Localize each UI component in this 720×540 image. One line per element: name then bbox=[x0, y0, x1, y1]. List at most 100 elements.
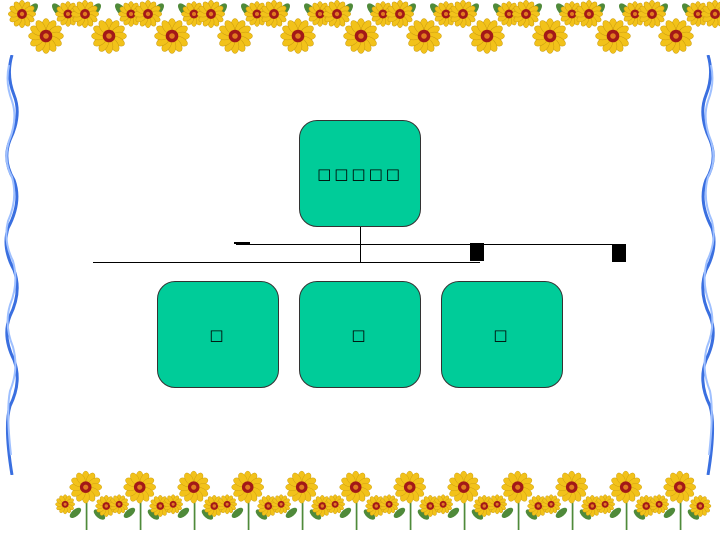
sunflower-icon bbox=[406, 18, 442, 54]
sunflower-icon bbox=[55, 494, 75, 515]
sunflower-icon bbox=[701, 0, 720, 28]
leaf-icon bbox=[663, 507, 676, 518]
leaf-icon bbox=[447, 507, 460, 518]
sunflower-icon bbox=[154, 18, 190, 54]
leaf-icon bbox=[177, 507, 190, 518]
sunflower-icon bbox=[69, 470, 102, 504]
leaf-icon bbox=[69, 507, 82, 518]
leaf-icon bbox=[201, 509, 214, 520]
leaf-icon bbox=[393, 507, 406, 518]
sunflower-icon bbox=[638, 0, 666, 28]
sunflower-icon bbox=[231, 470, 264, 504]
sunflower-icon bbox=[449, 0, 477, 28]
leaf-icon bbox=[363, 509, 376, 520]
child-node[interactable]: □ bbox=[299, 281, 421, 388]
leaf-icon bbox=[609, 507, 622, 518]
sunflower-icon bbox=[541, 494, 561, 515]
sunflower-icon bbox=[71, 0, 99, 28]
child-node-label: □ bbox=[209, 325, 227, 344]
root-node-label: □□□□□ bbox=[317, 164, 403, 183]
stem-icon bbox=[679, 495, 682, 530]
sunflower-icon bbox=[280, 18, 316, 54]
leaf-icon bbox=[255, 509, 268, 520]
sunflower-icon bbox=[649, 494, 669, 515]
leaf-icon bbox=[555, 507, 568, 518]
stem-icon bbox=[85, 495, 88, 530]
sunflower-icon bbox=[217, 494, 238, 515]
leaf-icon bbox=[525, 509, 538, 520]
leaf-icon bbox=[93, 509, 106, 520]
stem-icon bbox=[193, 495, 196, 530]
sunflower-icon bbox=[323, 0, 351, 28]
stem-icon bbox=[625, 495, 628, 530]
sunflower-icon bbox=[197, 0, 225, 28]
sunflower-icon bbox=[501, 470, 534, 504]
leaf-icon bbox=[471, 509, 484, 520]
child-node[interactable]: □ bbox=[157, 281, 279, 388]
leaf-icon bbox=[147, 509, 160, 520]
stem-icon bbox=[355, 495, 358, 530]
leaf-icon bbox=[579, 509, 592, 520]
connector-horizontal-bar bbox=[93, 262, 480, 263]
leaf-icon bbox=[309, 509, 322, 520]
connector-short-mark bbox=[234, 242, 250, 244]
leaf-icon bbox=[285, 507, 298, 518]
connector-root-to-bar bbox=[360, 227, 361, 263]
sunflower-icon bbox=[285, 470, 318, 504]
sunflower-icon bbox=[325, 494, 345, 515]
sunflower-icon bbox=[555, 470, 588, 504]
sunflower-icon bbox=[343, 18, 379, 54]
squiggle-border-right bbox=[701, 55, 716, 475]
stem-icon bbox=[409, 495, 412, 530]
sunflower-icon bbox=[393, 470, 426, 504]
sunflower-icon bbox=[28, 18, 64, 54]
stem-icon bbox=[571, 495, 574, 530]
leaf-icon bbox=[339, 507, 352, 518]
selection-handle[interactable] bbox=[470, 243, 484, 261]
sunflower-icon bbox=[379, 494, 399, 515]
sunflower-icon bbox=[663, 470, 696, 504]
sunflower-icon bbox=[339, 470, 372, 504]
sunflower-border-bottom bbox=[55, 470, 712, 530]
sunflower-icon bbox=[163, 494, 183, 515]
stem-icon bbox=[247, 495, 250, 530]
stem-icon bbox=[301, 495, 304, 530]
sunflower-icon bbox=[595, 18, 631, 54]
sunflower-icon bbox=[658, 18, 694, 54]
sunflower-icon bbox=[689, 495, 712, 517]
root-node[interactable]: □□□□□ bbox=[299, 120, 421, 227]
leaf-icon bbox=[231, 507, 244, 518]
sunflower-icon bbox=[271, 494, 291, 515]
sunflower-icon bbox=[469, 18, 505, 54]
sunflower-icon bbox=[447, 470, 480, 504]
sunflower-icon bbox=[609, 470, 642, 504]
selection-handle[interactable] bbox=[612, 245, 626, 262]
child-node-label: □ bbox=[493, 325, 511, 344]
sunflower-icon bbox=[177, 470, 210, 504]
sunflower-icon bbox=[109, 494, 129, 515]
sunflower-icon bbox=[512, 0, 540, 28]
sunflower-icon bbox=[8, 0, 36, 28]
stem-icon bbox=[139, 495, 142, 530]
sunflower-icon bbox=[134, 0, 162, 28]
sunflower-icon bbox=[685, 1, 711, 27]
leaf-icon bbox=[123, 507, 136, 518]
sunflower-border-top bbox=[8, 0, 720, 54]
leaf-icon bbox=[501, 507, 514, 518]
sunflower-icon bbox=[433, 494, 453, 515]
sunflower-icon bbox=[217, 18, 253, 54]
sunflower-icon bbox=[123, 470, 156, 504]
sunflower-icon bbox=[386, 0, 414, 28]
leaf-icon bbox=[633, 509, 646, 520]
leaf-icon bbox=[417, 509, 430, 520]
leaf-icon bbox=[687, 509, 700, 520]
squiggle-border-left bbox=[4, 55, 19, 475]
sunflower-icon bbox=[575, 0, 603, 28]
sunflower-icon bbox=[260, 0, 288, 28]
sunflower-icon bbox=[595, 494, 615, 515]
sunflower-icon bbox=[532, 18, 568, 54]
sunflower-icon bbox=[487, 494, 507, 515]
child-node[interactable]: □ bbox=[441, 281, 563, 388]
sunflower-icon bbox=[91, 18, 127, 54]
